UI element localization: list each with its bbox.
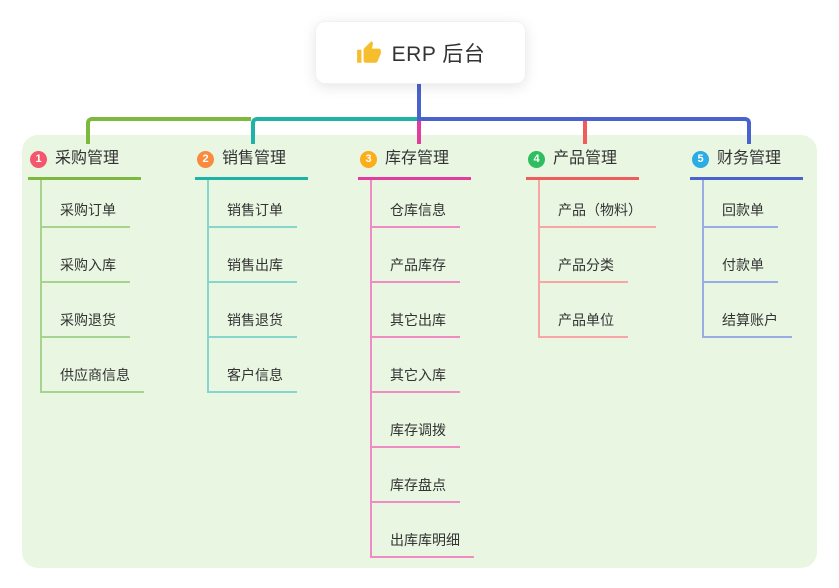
branch-items: 回款单付款单结算账户: [702, 180, 803, 338]
branch-title-2[interactable]: 2 销售管理: [195, 148, 309, 180]
branch-2: 2 销售管理销售订单销售出库销售退货客户信息: [195, 148, 309, 393]
sub-item[interactable]: 客户信息: [207, 338, 297, 393]
sub-item[interactable]: 库存调拨: [370, 393, 460, 448]
branch-number-badge: 2: [197, 150, 214, 168]
branch-title-4[interactable]: 4 产品管理: [526, 148, 640, 180]
branch-1: 1 采购管理采购订单采购入库采购退货供应商信息: [28, 148, 144, 393]
sub-item[interactable]: 回款单: [702, 180, 778, 228]
branch-label: 采购管理: [55, 150, 120, 167]
sub-item[interactable]: 采购订单: [40, 180, 130, 228]
branch-items: 采购订单采购入库采购退货供应商信息: [40, 180, 144, 393]
branch-title-5[interactable]: 5 财务管理: [690, 148, 804, 180]
sub-item[interactable]: 结算账户: [702, 283, 792, 338]
sub-item[interactable]: 产品单位: [538, 283, 628, 338]
branch-3-connector: [417, 121, 421, 144]
sub-item[interactable]: 库存盘点: [370, 448, 460, 503]
sub-item[interactable]: 采购入库: [40, 228, 130, 283]
sub-item[interactable]: 供应商信息: [40, 338, 144, 393]
sub-item[interactable]: 仓库信息: [370, 180, 460, 228]
sub-item[interactable]: 付款单: [702, 228, 778, 283]
branch-number-badge: 1: [30, 150, 47, 168]
branch-label: 销售管理: [222, 150, 287, 167]
sub-item[interactable]: 销售退货: [207, 283, 297, 338]
branch-title-1[interactable]: 1 采购管理: [28, 148, 142, 180]
sub-item[interactable]: 其它入库: [370, 338, 460, 393]
branch-number-badge: 4: [528, 150, 545, 168]
sub-item[interactable]: 采购退货: [40, 283, 130, 338]
root-node[interactable]: ERP 后台: [315, 21, 526, 84]
sub-item[interactable]: 销售出库: [207, 228, 297, 283]
branch-label: 库存管理: [385, 150, 450, 167]
branch-items: 销售订单销售出库销售退货客户信息: [207, 180, 308, 393]
branch-items: 仓库信息产品库存其它出库其它入库库存调拨库存盘点出库库明细: [370, 180, 474, 558]
branch-2-connector: [251, 117, 417, 144]
branch-4: 4 产品管理产品（物料）产品分类产品单位: [526, 148, 656, 338]
sub-item[interactable]: 出库库明细: [370, 503, 474, 558]
branch-label: 产品管理: [553, 150, 618, 167]
branch-number-badge: 5: [692, 150, 709, 168]
sub-item[interactable]: 其它出库: [370, 283, 460, 338]
branch-1-connector: [86, 117, 251, 144]
sub-item[interactable]: 销售订单: [207, 180, 297, 228]
branch-title-3[interactable]: 3 库存管理: [358, 148, 472, 180]
thumbs-up-icon: [356, 40, 382, 66]
branch-items: 产品（物料）产品分类产品单位: [538, 180, 656, 338]
branch-3: 3 库存管理仓库信息产品库存其它出库其它入库库存调拨库存盘点出库库明细: [358, 148, 474, 558]
root-stem-line: [417, 82, 421, 121]
sub-item[interactable]: 产品（物料）: [538, 180, 656, 228]
branch-5: 5 财务管理回款单付款单结算账户: [690, 148, 804, 338]
branch-5-connector: [417, 117, 751, 144]
root-label: ERP 后台: [391, 42, 486, 66]
sub-item[interactable]: 产品分类: [538, 228, 628, 283]
branch-number-badge: 3: [360, 150, 377, 168]
sub-item[interactable]: 产品库存: [370, 228, 460, 283]
mindmap-panel: [22, 135, 817, 568]
branch-4-connector: [583, 121, 587, 144]
branch-label: 财务管理: [717, 150, 782, 167]
